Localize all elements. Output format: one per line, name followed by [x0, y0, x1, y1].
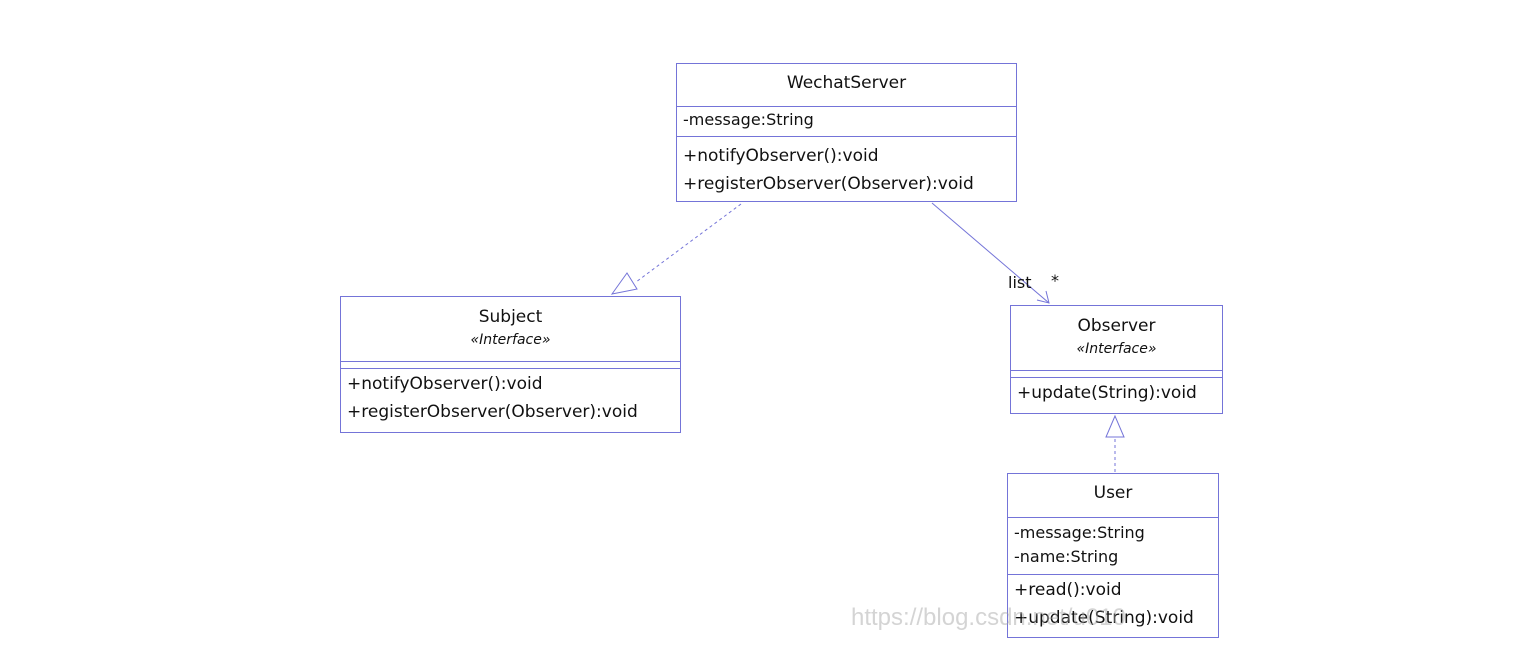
class-observer-header: Observer «Interface» — [1011, 306, 1222, 370]
class-user[interactable]: User -message:String -name:String +read(… — [1007, 473, 1219, 638]
watermark: https://blog.csdn.net/u010 — [851, 604, 1126, 631]
class-wechatserver-attributes: -message:String — [677, 106, 1016, 136]
attribute-row: -name:String — [1014, 547, 1119, 566]
class-subject-attributes — [341, 361, 680, 368]
realization-line-wechatserver-subject — [635, 203, 742, 283]
class-name: WechatServer — [786, 73, 907, 93]
class-user-header: User — [1008, 474, 1218, 517]
association-line-wechatserver-observer — [931, 202, 1050, 304]
class-subject-methods: +notifyObserver():void +registerObserver… — [341, 368, 680, 426]
realization-arrowhead-subject — [610, 272, 638, 295]
class-name: Observer — [1077, 316, 1156, 336]
method-row: +update(String):void — [1017, 383, 1197, 403]
class-wechatserver-methods: +notifyObserver():void +registerObserver… — [677, 136, 1016, 198]
class-user-attributes: -message:String -name:String — [1008, 517, 1218, 574]
class-name: Subject — [478, 307, 543, 327]
class-observer[interactable]: Observer «Interface» +update(String):voi… — [1010, 305, 1223, 414]
class-observer-attributes — [1011, 370, 1222, 377]
method-row: +notifyObserver():void — [347, 374, 543, 394]
class-wechatserver-header: WechatServer — [677, 64, 1016, 106]
class-observer-methods: +update(String):void — [1011, 377, 1222, 407]
association-role-label: list — [1008, 273, 1032, 292]
class-name: User — [1093, 483, 1133, 503]
method-row: +notifyObserver():void — [683, 146, 879, 166]
class-stereotype: «Interface» — [470, 332, 551, 348]
attribute-row: -message:String — [683, 110, 814, 129]
attribute-row: -message:String — [1014, 523, 1145, 542]
class-user-methods: +read():void +update(String):void — [1008, 574, 1218, 632]
class-wechatserver[interactable]: WechatServer -message:String +notifyObse… — [676, 63, 1017, 202]
class-subject[interactable]: Subject «Interface» +notifyObserver():vo… — [340, 296, 681, 433]
method-row: +registerObserver(Observer):void — [347, 402, 638, 422]
method-row: +update(String):void — [1014, 608, 1194, 628]
class-stereotype: «Interface» — [1076, 341, 1157, 357]
association-arrowhead-observer — [1036, 290, 1050, 304]
method-row: +registerObserver(Observer):void — [683, 174, 974, 194]
realization-arrowhead-observer — [1105, 414, 1125, 438]
association-multiplicity-label: * — [1051, 271, 1059, 290]
class-subject-header: Subject «Interface» — [341, 297, 680, 361]
method-row: +read():void — [1014, 580, 1122, 600]
